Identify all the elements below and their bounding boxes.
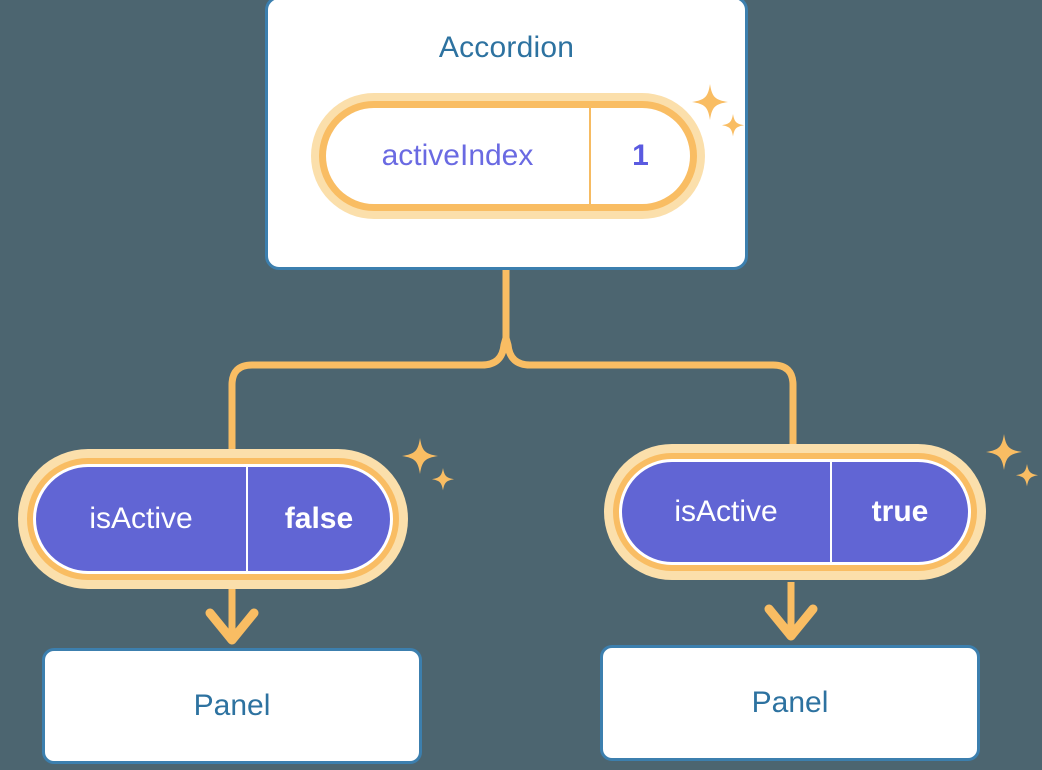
badge-inner: isActive true [619,459,971,565]
page-title: Accordion [438,31,575,64]
state-key-label: isActive [36,467,248,571]
panel-title: Panel [751,686,829,719]
state-badge-is-active-false[interactable]: isActive false [18,449,408,589]
accordion-root-card[interactable]: Accordion activeIndex 1 [265,0,748,270]
state-value-label: true [871,495,929,528]
badge-body: isActive true [613,453,977,571]
sparkle-large-icon [986,434,1022,470]
sparkle-small-icon [1016,464,1038,487]
state-value-label: false [284,502,354,535]
badge-inner: isActive false [33,464,393,574]
sparkle-small-icon [432,468,454,491]
state-badge-is-active-true[interactable]: isActive true [604,444,986,580]
state-badge-active-index[interactable]: activeIndex 1 [311,93,705,219]
panel-title: Panel [193,689,271,722]
panel-card-left[interactable]: Panel [42,648,422,764]
state-value-label: 1 [632,139,649,172]
state-key-label: activeIndex [326,108,591,204]
panel-card-right[interactable]: Panel [600,645,980,761]
badge-inner: activeIndex 1 [326,108,690,204]
state-key-label: isActive [622,462,832,562]
arrow-down-icon-right [764,582,818,641]
arrow-down-icon-left [205,586,259,645]
badge-body: isActive false [27,458,399,580]
sparkle-cluster-right [986,434,1038,487]
badge-body: activeIndex 1 [319,101,697,211]
